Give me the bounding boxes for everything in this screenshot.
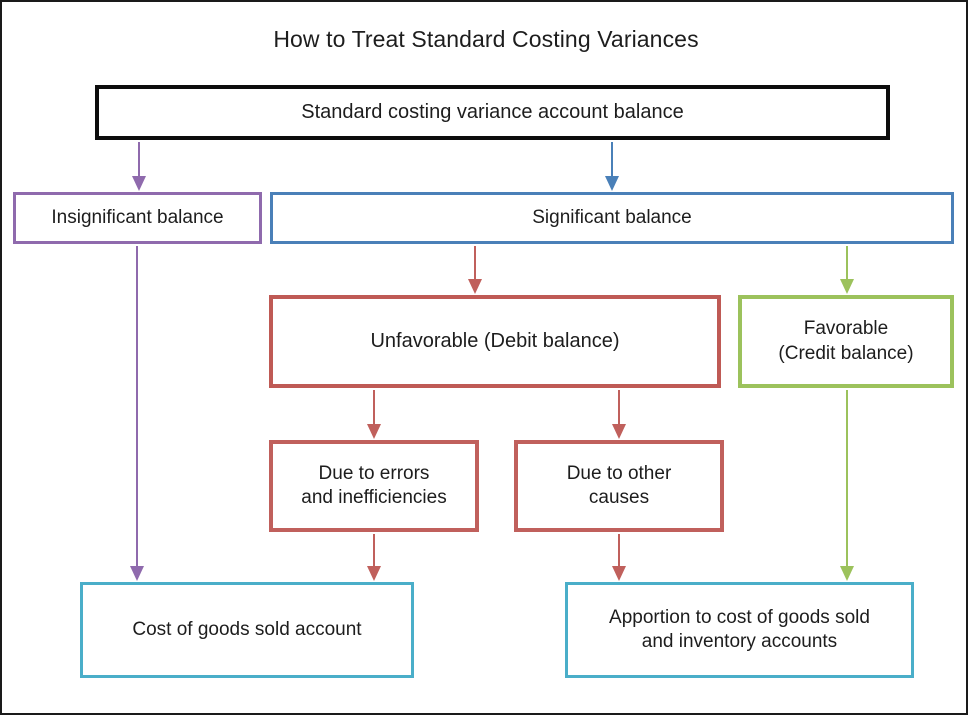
node-significant-label: Significant balance xyxy=(532,206,692,228)
edge-significant-to-unfavorable xyxy=(468,246,482,294)
node-insignificant-balance[interactable]: Insignificant balance xyxy=(13,192,262,244)
edge-insignificant-to-cogs xyxy=(130,246,144,581)
node-root-balance[interactable]: Standard costing variance account balanc… xyxy=(95,85,890,140)
node-apportion-label: Apportion to cost of goods sold and inve… xyxy=(609,606,870,652)
edge-root-to-significant xyxy=(605,142,619,191)
node-insignificant-label: Insignificant balance xyxy=(51,206,224,228)
node-cogs-label: Cost of goods sold account xyxy=(132,618,362,640)
node-favorable-label: Favorable (Credit balance) xyxy=(778,318,914,364)
edge-root-to-insignificant xyxy=(132,142,146,191)
page-title: How to Treat Standard Costing Variances xyxy=(273,26,699,52)
edge-errors-to-cogs xyxy=(367,534,381,581)
node-cost-of-goods-sold-account[interactable]: Cost of goods sold account xyxy=(80,582,414,678)
node-root-label: Standard costing variance account balanc… xyxy=(301,100,684,123)
node-significant-balance[interactable]: Significant balance xyxy=(270,192,954,244)
edge-unfavorable-to-other-causes xyxy=(612,390,626,439)
edge-unfavorable-to-errors xyxy=(367,390,381,439)
node-due-to-other-causes[interactable]: Due to other causes xyxy=(514,440,724,532)
node-favorable-credit[interactable]: Favorable (Credit balance) xyxy=(738,295,954,388)
edge-other-causes-to-apportion xyxy=(612,534,626,581)
edge-favorable-to-apportion xyxy=(840,390,854,581)
node-apportion-cogs-inventory[interactable]: Apportion to cost of goods sold and inve… xyxy=(565,582,914,678)
node-unfavorable-debit[interactable]: Unfavorable (Debit balance) xyxy=(269,295,721,388)
node-other-causes-label: Due to other causes xyxy=(566,462,672,508)
node-unfavorable-label: Unfavorable (Debit balance) xyxy=(370,329,620,352)
node-due-to-errors[interactable]: Due to errors and inefficiencies xyxy=(269,440,479,532)
node-errors-label: Due to errors and inefficiencies xyxy=(301,462,447,508)
edge-significant-to-favorable xyxy=(840,246,854,294)
